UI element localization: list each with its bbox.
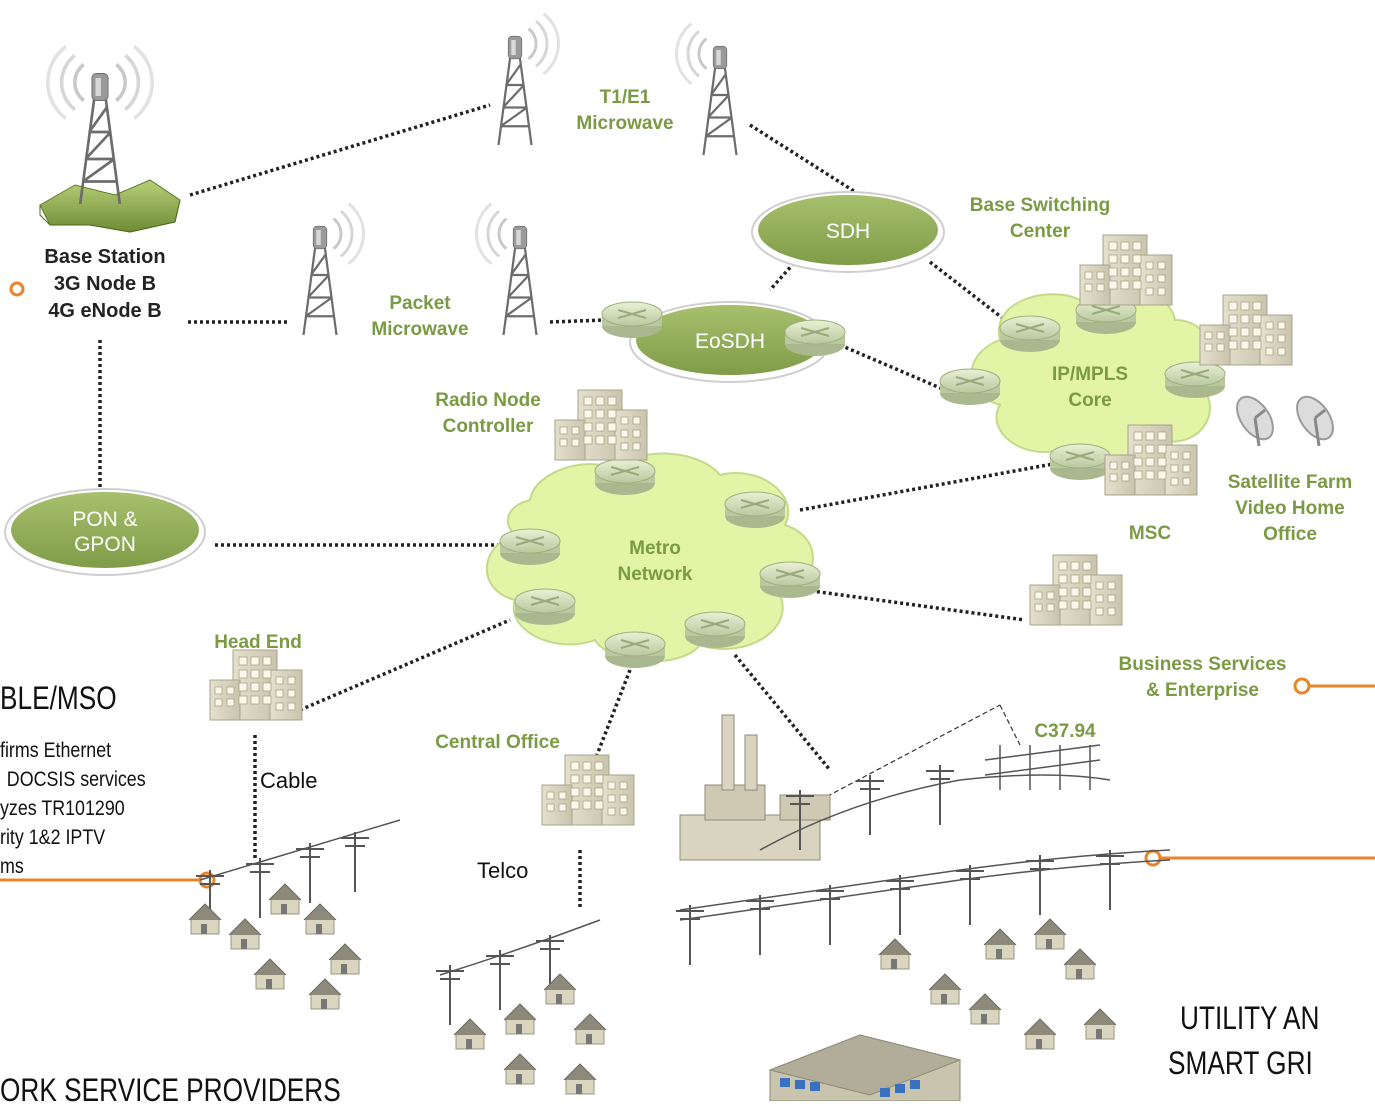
cable-mso-title: BLE/MSO bbox=[0, 680, 117, 716]
base-station-label: Base Station 3G Node B 4G eNode B bbox=[20, 244, 190, 325]
sdh-label: SDH bbox=[825, 220, 871, 243]
metro-line-1: Metro bbox=[629, 538, 681, 559]
eosdh-label: EoSDH bbox=[694, 330, 766, 353]
msc-label: MSC bbox=[1128, 523, 1172, 544]
cable-mso-line-3: yzes TR101290 bbox=[0, 796, 125, 820]
packet-line-1: Packet bbox=[389, 293, 451, 314]
cable-mso-line-2: DOCSIS services bbox=[6, 767, 146, 791]
sat-line-3: Office bbox=[1263, 524, 1317, 546]
cable-mso-line-1: firms Ethernet bbox=[0, 739, 112, 762]
satellite-farm-label: Satellite Farm Video Home Office bbox=[1205, 470, 1375, 549]
sat-line-1: Satellite Farm bbox=[1227, 472, 1353, 493]
pon-gpon-label: PON & GPON bbox=[45, 507, 165, 557]
c37-dashed-line-2 bbox=[999, 704, 1021, 746]
t1e1-line-2: Microwave bbox=[576, 113, 674, 135]
central-office-label: Central Office bbox=[435, 732, 560, 753]
cable-mso-line-4: rity 1&2 IPTV bbox=[0, 825, 106, 849]
mpls-line-1: IP/MPLS bbox=[1051, 364, 1128, 385]
network-service-providers-title: ORK SERVICE PROVIDERS bbox=[0, 1072, 341, 1108]
t1e1-microwave-label: T1/E1 Microwave bbox=[560, 85, 690, 137]
cable-mso-description: firms Ethernet DOCSIS services yzes TR10… bbox=[0, 737, 146, 882]
base-switching-center-label: Base Switching Center bbox=[945, 193, 1135, 245]
factory-icon bbox=[768, 1034, 962, 1101]
sat-line-2: Video Home bbox=[1235, 498, 1345, 520]
t1e1-tower-left-icon bbox=[497, 12, 560, 147]
utility-title-line-2: SMART GRI bbox=[1168, 1045, 1313, 1081]
substation-icon bbox=[984, 744, 1101, 790]
connection-lines bbox=[98, 103, 1076, 910]
packet-tower-right-icon bbox=[475, 202, 538, 337]
eosdh-ellipse bbox=[629, 301, 831, 383]
base-station-tower-icon bbox=[39, 44, 181, 233]
radio-node-controller-label: Radio Node Controller bbox=[418, 388, 558, 440]
metro-line-2: Network bbox=[617, 564, 693, 586]
base-station-line-1: Base Station bbox=[44, 246, 166, 268]
base-station-line-2: 3G Node B bbox=[53, 273, 157, 295]
rnc-line-2: Controller bbox=[442, 416, 534, 438]
satellite-dish-icons bbox=[1228, 388, 1342, 448]
cable-label: Cable bbox=[260, 768, 318, 793]
business-services-label: Business Services & Enterprise bbox=[1100, 652, 1305, 704]
packet-microwave-label: Packet Microwave bbox=[355, 291, 485, 343]
utility-poles bbox=[195, 764, 1125, 1026]
biz-line-1: Business Services bbox=[1118, 654, 1287, 675]
telco-label: Telco bbox=[477, 858, 529, 883]
base-station-line-3: 4G eNode B bbox=[48, 300, 162, 322]
sdh-ellipse bbox=[751, 191, 945, 273]
house-icons bbox=[188, 883, 1117, 1095]
utility-title-line-1: UTILITY AN bbox=[1180, 1000, 1320, 1036]
bsc-line-1: Base Switching bbox=[969, 195, 1111, 216]
t1e1-line-1: T1/E1 bbox=[599, 87, 651, 108]
c3794-label: C37.94 bbox=[1034, 721, 1096, 742]
power-plant-icon bbox=[679, 714, 831, 861]
cable-mso-line-5: ms bbox=[0, 854, 24, 878]
ip-mpls-core-label: IP/MPLS Core bbox=[1030, 362, 1150, 414]
pon-line-1: PON & bbox=[72, 508, 138, 531]
rnc-line-1: Radio Node bbox=[435, 390, 541, 411]
pon-line-2: GPON bbox=[74, 533, 136, 557]
mpls-line-2: Core bbox=[1068, 390, 1112, 412]
packet-line-2: Microwave bbox=[371, 319, 469, 341]
biz-line-2: & Enterprise bbox=[1146, 680, 1259, 702]
bsc-line-2: Center bbox=[1009, 221, 1071, 243]
head-end-label: Head End bbox=[214, 632, 302, 653]
metro-network-label: Metro Network bbox=[595, 536, 715, 588]
pon-gpon-ellipse bbox=[4, 488, 206, 576]
